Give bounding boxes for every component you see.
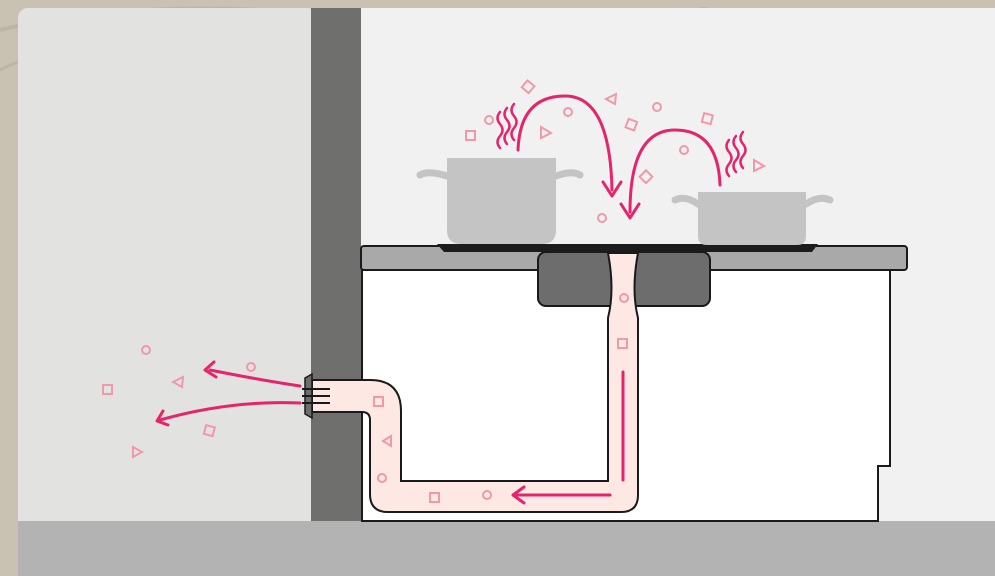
airflow-arrow-icon [155,94,722,505]
pot-small-icon [671,192,834,245]
brick-wall [311,8,361,523]
pot-large-icon [416,158,584,244]
extraction-duct [311,252,640,513]
wall-vent-icon [302,372,330,420]
extractor-motor-left [537,251,619,307]
steam-icon [496,102,747,178]
grease-particle-icon [102,78,767,503]
induction-hob [437,244,818,252]
outdoor-wall-panel [18,8,318,576]
extractor-motor-right [629,251,711,307]
floor [18,521,995,576]
